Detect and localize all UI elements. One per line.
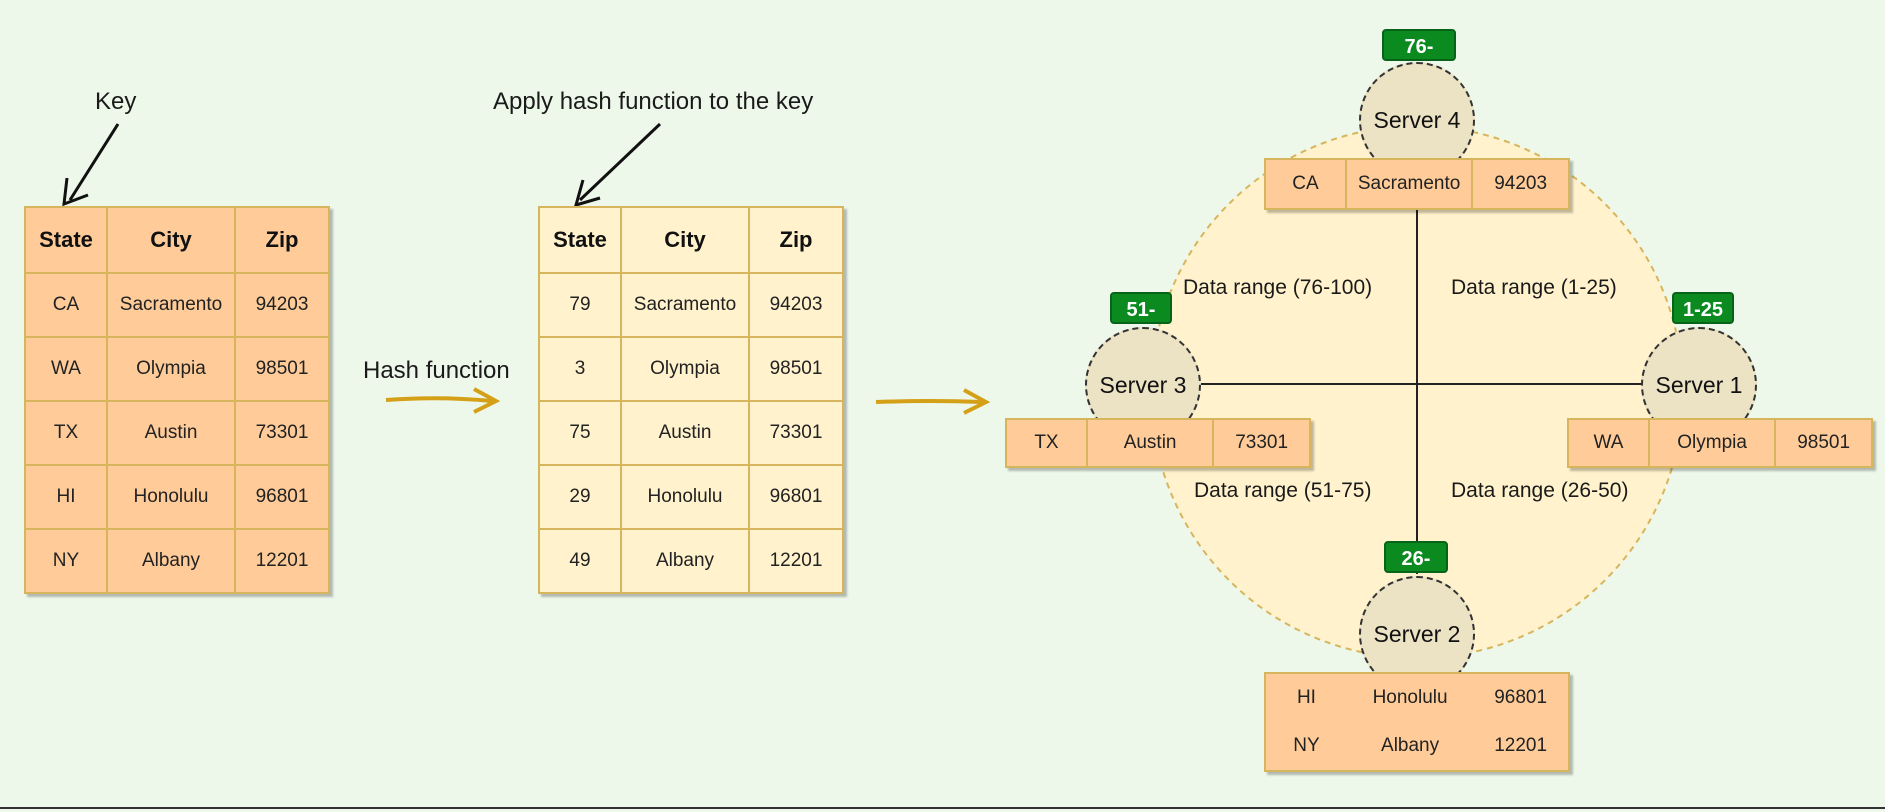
header-zip: Zip (748, 206, 844, 274)
server1-data-row: WA Olympia 98501 (1567, 418, 1873, 468)
server3-data-row: TX Austin 73301 (1005, 418, 1311, 468)
cell-city: Albany (620, 528, 750, 594)
cell-zip: 98501 (748, 336, 844, 402)
server2-label: Server 2 (1373, 620, 1461, 647)
cell-state: WA (24, 336, 108, 402)
cell-city: Olympia (620, 336, 750, 402)
table-header-row: State City Zip (24, 206, 330, 274)
cell-zip: 98501 (1797, 432, 1851, 453)
cell-city: Albany (1381, 735, 1440, 756)
cell-state: NY (24, 528, 108, 594)
server4-data-row: CA Sacramento 94203 (1264, 158, 1570, 210)
server4-range-badge: 76-100 (1382, 29, 1456, 90)
header-city: City (106, 206, 236, 274)
cell-city: Honolulu (1372, 687, 1448, 708)
range-label-top-right: Data range (1-25) (1451, 276, 1617, 299)
cell-city: Sacramento (106, 272, 236, 338)
table-header-row: State City Zip (538, 206, 844, 274)
cell-city: Sacramento (620, 272, 750, 338)
hash-function-label: Hash function (363, 357, 510, 384)
cell-hash: 29 (538, 464, 622, 530)
table-row: NY Albany 12201 (24, 528, 330, 594)
cell-city: Austin (106, 400, 236, 466)
cell-state: TX (24, 400, 108, 466)
cell-zip: 73301 (234, 400, 330, 466)
cell-hash: 79 (538, 272, 622, 338)
header-state: State (24, 206, 108, 274)
cell-state: WA (1569, 420, 1650, 466)
range-label-bottom-left: Data range (51-75) (1194, 479, 1372, 502)
table-row: 75 Austin 73301 (538, 400, 844, 466)
table-row: WA Olympia 98501 (24, 336, 330, 402)
cell-city: Albany (106, 528, 236, 594)
table-row: HI Honolulu 96801 (24, 464, 330, 530)
header-zip: Zip (234, 206, 330, 274)
table-row: TX Austin 73301 (24, 400, 330, 466)
key-label: Key (95, 88, 137, 115)
cell-zip: 94203 (234, 272, 330, 338)
cell-city: Olympia (106, 336, 236, 402)
cell-zip: 94203 (1494, 173, 1548, 194)
table-row: NY Albany 12201 (1266, 722, 1568, 770)
server3-range-badge: 51-75 (1110, 292, 1172, 353)
cell-state: TX (1007, 420, 1088, 466)
cell-city: Austin (1088, 420, 1215, 466)
cell-city: Sacramento (1347, 160, 1474, 208)
cell-zip: 12201 (748, 528, 844, 594)
cell-zip: 94203 (748, 272, 844, 338)
cell-zip: 98501 (234, 336, 330, 402)
header-state: State (538, 206, 622, 274)
table-row: 3 Olympia 98501 (538, 336, 844, 402)
cell-zip: 73301 (748, 400, 844, 466)
cell-zip: 12201 (1494, 735, 1548, 756)
header-city: City (620, 206, 750, 274)
server3-label: Server 3 (1099, 371, 1187, 398)
table-row: 29 Honolulu 96801 (538, 464, 844, 530)
server1-range-badge: 1-25 (1672, 292, 1734, 324)
server2-data-stack: HI Honolulu 96801 NY Albany 12201 (1264, 672, 1570, 772)
cell-zip: 96801 (1494, 687, 1548, 708)
server1-label: Server 1 (1655, 371, 1743, 398)
hash-apply-arrow (573, 122, 662, 208)
server4-label: Server 4 (1373, 106, 1461, 133)
cell-zip: 73301 (1235, 432, 1289, 453)
cell-city: Honolulu (620, 464, 750, 530)
cell-state: HI (24, 464, 108, 530)
cell-hash: 75 (538, 400, 622, 466)
range-label-bottom-right: Data range (26-50) (1451, 479, 1629, 502)
bottom-border (0, 807, 1885, 809)
key-arrow (62, 123, 120, 207)
cell-state: CA (1266, 160, 1347, 208)
server2-range-badge: 26-50 (1384, 541, 1448, 602)
distribute-flow-arrow (875, 388, 991, 415)
table-row: 49 Albany 12201 (538, 528, 844, 594)
table-row: CA Sacramento 94203 (24, 272, 330, 338)
source-table: State City Zip CA Sacramento 94203 WA Ol… (24, 206, 330, 594)
cell-state: HI (1296, 687, 1316, 708)
range-label-top-left: Data range (76-100) (1183, 276, 1373, 299)
cell-city: Austin (620, 400, 750, 466)
cell-hash: 49 (538, 528, 622, 594)
cell-city: Honolulu (106, 464, 236, 530)
cell-zip: 96801 (748, 464, 844, 530)
cell-state: NY (1293, 735, 1320, 756)
table-row: HI Honolulu 96801 (1266, 674, 1568, 722)
cell-zip: 96801 (234, 464, 330, 530)
cell-zip: 12201 (234, 528, 330, 594)
table-row: 79 Sacramento 94203 (538, 272, 844, 338)
cell-city: Olympia (1650, 420, 1777, 466)
hash-apply-label: Apply hash function to the key (493, 88, 814, 115)
cell-hash: 3 (538, 336, 622, 402)
cell-state: CA (24, 272, 108, 338)
hashed-table: State City Zip 79 Sacramento 94203 3 Oly… (538, 206, 844, 594)
hash-flow-arrow (385, 387, 501, 414)
